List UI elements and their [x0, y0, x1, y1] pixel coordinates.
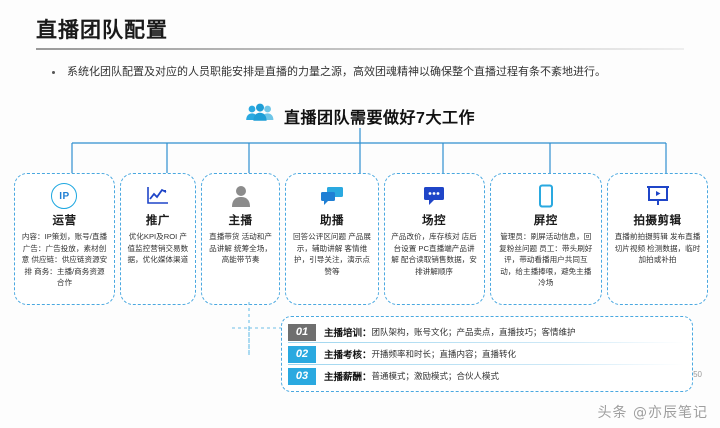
person-silhouette-icon [230, 183, 252, 209]
card-body: 直播带货 活动和产品讲解 统筹全场，高能带节奏 [209, 232, 272, 264]
line-chart-up-icon [146, 183, 170, 209]
card-title: 拍摄剪辑 [633, 215, 682, 227]
speech-bubble-dots-icon [422, 183, 446, 209]
panel-row[interactable]: 01 主播培训： 团队架构，账号文化；产品卖点，直播技巧；客情维护 [288, 322, 684, 343]
card-body: 内容：IP策划，账号/直播 广告：广告投放，素材创意 供应链：供应链资源安排 商… [21, 232, 108, 287]
bottom-detail-panel: 01 主播培训： 团队架构，账号文化；产品卖点，直播技巧；客情维护 02 主播考… [281, 316, 693, 392]
role-cards-row: IP 运营 内容：IP策划，账号/直播 广告：广告投放，素材创意 供应链：供应链… [14, 173, 708, 305]
card-title: 场控 [422, 215, 447, 227]
card-body: 优化KPI及ROI 产值监控营销交易数据，优化媒体渠道 [127, 232, 189, 264]
ip-badge-icon: IP [51, 183, 78, 209]
center-heading-group: 直播团队需要做好7大工作 [0, 103, 720, 128]
row-separator [288, 364, 684, 365]
chat-bubbles-icon [319, 183, 345, 209]
card-floor-control[interactable]: 场控 产品改价，库存核对 店后台设置 PC直播端产品讲解 配合读取销售数据，安排… [383, 173, 485, 305]
card-promotion[interactable]: 推广 优化KPI及ROI 产值监控营销交易数据，优化媒体渠道 [119, 173, 196, 305]
row-text: 团队架构，账号文化；产品卖点，直播技巧；客情维护 [371, 327, 576, 337]
card-title: 主播 [228, 215, 253, 227]
row-label: 主播薪酬： [324, 372, 372, 383]
title-block: 直播团队配置 [36, 18, 684, 50]
card-operations[interactable]: IP 运营 内容：IP策划，账号/直播 广告：广告投放，素材创意 供应链：供应链… [14, 173, 115, 305]
card-body: 管理员：刷屏活动信息，回复粉丝问题 员工：带头刷好评，带动看播用户共同互动，给主… [499, 232, 593, 287]
panel-row[interactable]: 02 主播考核： 开播频率和时长；直播内容；直播转化 [288, 344, 684, 365]
card-body: 直播前拍摄剪辑 发布直播切片视频 检测数据，临时加拍或补拍 [614, 232, 701, 264]
row-number-badge: 03 [288, 367, 316, 385]
card-screen-control[interactable]: 屏控 管理员：刷屏活动信息，回复粉丝问题 员工：带头刷好评，带动看播用户共同互动… [489, 173, 603, 305]
card-body: 产品改价，库存核对 店后台设置 PC直播端产品讲解 配合读取销售数据，安排讲解顺… [391, 232, 477, 276]
card-body: 回答公评区问题 产品展示，辅助讲解 客情维护，引导关注，演示点赞等 [292, 232, 371, 276]
bullet-row: 系统化团队配置及对应的人员职能安排是直播的力量之源，高效团魂精神以确保整个直播过… [52, 64, 692, 80]
row-number-badge: 02 [288, 345, 316, 363]
ip-badge-label: IP [51, 183, 78, 209]
row-label: 主播考核： [324, 350, 372, 361]
video-presentation-icon [645, 183, 671, 209]
card-co-anchor[interactable]: 助播 回答公评区问题 产品展示，辅助讲解 客情维护，引导关注，演示点赞等 [285, 173, 379, 305]
watermark: 头条 @亦辰笔记 [597, 405, 708, 421]
row-text: 普通模式；激励模式；合伙人模式 [371, 371, 500, 381]
bullet-point-icon [52, 71, 55, 74]
panel-row[interactable]: 03 主播薪酬： 普通模式；激励模式；合伙人模式 [288, 366, 684, 386]
page-title: 直播团队配置 [36, 19, 168, 42]
people-group-icon [245, 103, 275, 128]
card-title: 运营 [52, 215, 77, 227]
center-heading-text: 直播团队需要做好7大工作 [284, 109, 475, 127]
mobile-phone-icon [537, 183, 555, 209]
title-divider [36, 48, 684, 50]
page-number: 50 [693, 370, 702, 379]
row-number-badge: 01 [288, 323, 316, 341]
card-anchor[interactable]: 主播 直播带货 活动和产品讲解 统筹全场，高能带节奏 [200, 173, 281, 305]
bullet-text: 系统化团队配置及对应的人员职能安排是直播的力量之源，高效团魂精神以确保整个直播过… [67, 66, 606, 78]
card-shooting-editing[interactable]: 拍摄剪辑 直播前拍摄剪辑 发布直播切片视频 检测数据，临时加拍或补拍 [607, 173, 708, 305]
card-title: 屏控 [533, 215, 558, 227]
row-text: 开播频率和时长；直播内容；直播转化 [371, 349, 517, 359]
row-label: 主播培训： [324, 328, 372, 339]
card-title: 推广 [145, 215, 170, 227]
row-separator [288, 342, 684, 343]
card-title: 助播 [319, 215, 344, 227]
